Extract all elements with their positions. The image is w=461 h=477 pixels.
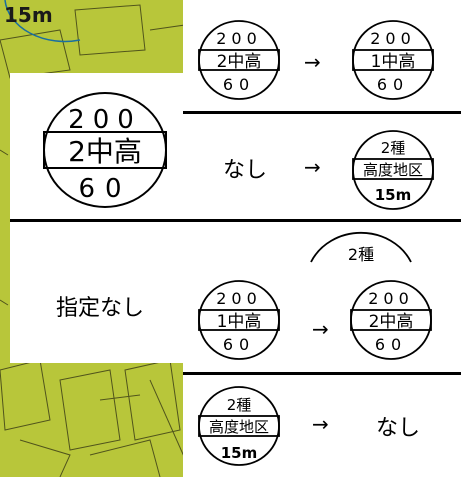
svg-text:200: 200 — [216, 29, 262, 48]
divider-row1 — [183, 111, 461, 114]
corner-value-fragment: 15m — [4, 3, 53, 27]
zoning-mark-before-row3: 200 1中高 60 — [198, 280, 280, 360]
svg-text:高度地区: 高度地区 — [363, 161, 423, 179]
svg-text:2種: 2種 — [227, 396, 252, 414]
svg-text:2種: 2種 — [348, 245, 374, 264]
svg-text:60: 60 — [377, 75, 409, 94]
svg-text:高度地区: 高度地区 — [209, 418, 269, 436]
zoning-mark-large: 200 2中高 60 — [42, 91, 168, 209]
arrow-row1: → — [304, 50, 321, 74]
svg-text:200: 200 — [370, 29, 416, 48]
svg-text:1中高: 1中高 — [371, 52, 416, 72]
svg-text:60: 60 — [223, 75, 255, 94]
svg-text:2中高: 2中高 — [217, 52, 262, 72]
svg-text:60: 60 — [223, 335, 255, 354]
none-label-row2: なし — [223, 158, 268, 183]
svg-text:2中高: 2中高 — [68, 135, 142, 168]
arrow-row3: → — [312, 317, 329, 341]
height-district-mark-partial: 2種 — [306, 232, 416, 264]
svg-text:1中高: 1中高 — [217, 312, 262, 332]
divider-row2 — [10, 219, 461, 222]
no-designation-label: 指定なし — [56, 296, 145, 321]
svg-text:2種: 2種 — [381, 139, 406, 157]
zoning-mark-after-row1: 200 1中高 60 — [352, 20, 434, 100]
height-district-mark-after-row2: 2種 高度地区 15m — [352, 130, 434, 210]
svg-text:200: 200 — [368, 289, 414, 308]
zoning-mark-before-row1: 200 2中高 60 — [198, 20, 280, 100]
arrow-row4: → — [312, 412, 329, 436]
zoning-mark-after-row3: 200 2中高 60 — [350, 280, 432, 360]
none-label-row4: なし — [376, 416, 421, 441]
svg-text:200: 200 — [216, 289, 262, 308]
svg-text:60: 60 — [78, 174, 131, 204]
height-district-mark-before-row4: 2種 高度地区 15m — [198, 386, 280, 466]
divider-row3 — [183, 372, 461, 375]
svg-text:15m: 15m — [375, 186, 412, 204]
svg-text:60: 60 — [375, 335, 407, 354]
svg-text:2中高: 2中高 — [369, 312, 414, 332]
svg-text:200: 200 — [68, 105, 142, 135]
arrow-row2: → — [304, 155, 321, 179]
svg-text:15m: 15m — [221, 444, 258, 462]
